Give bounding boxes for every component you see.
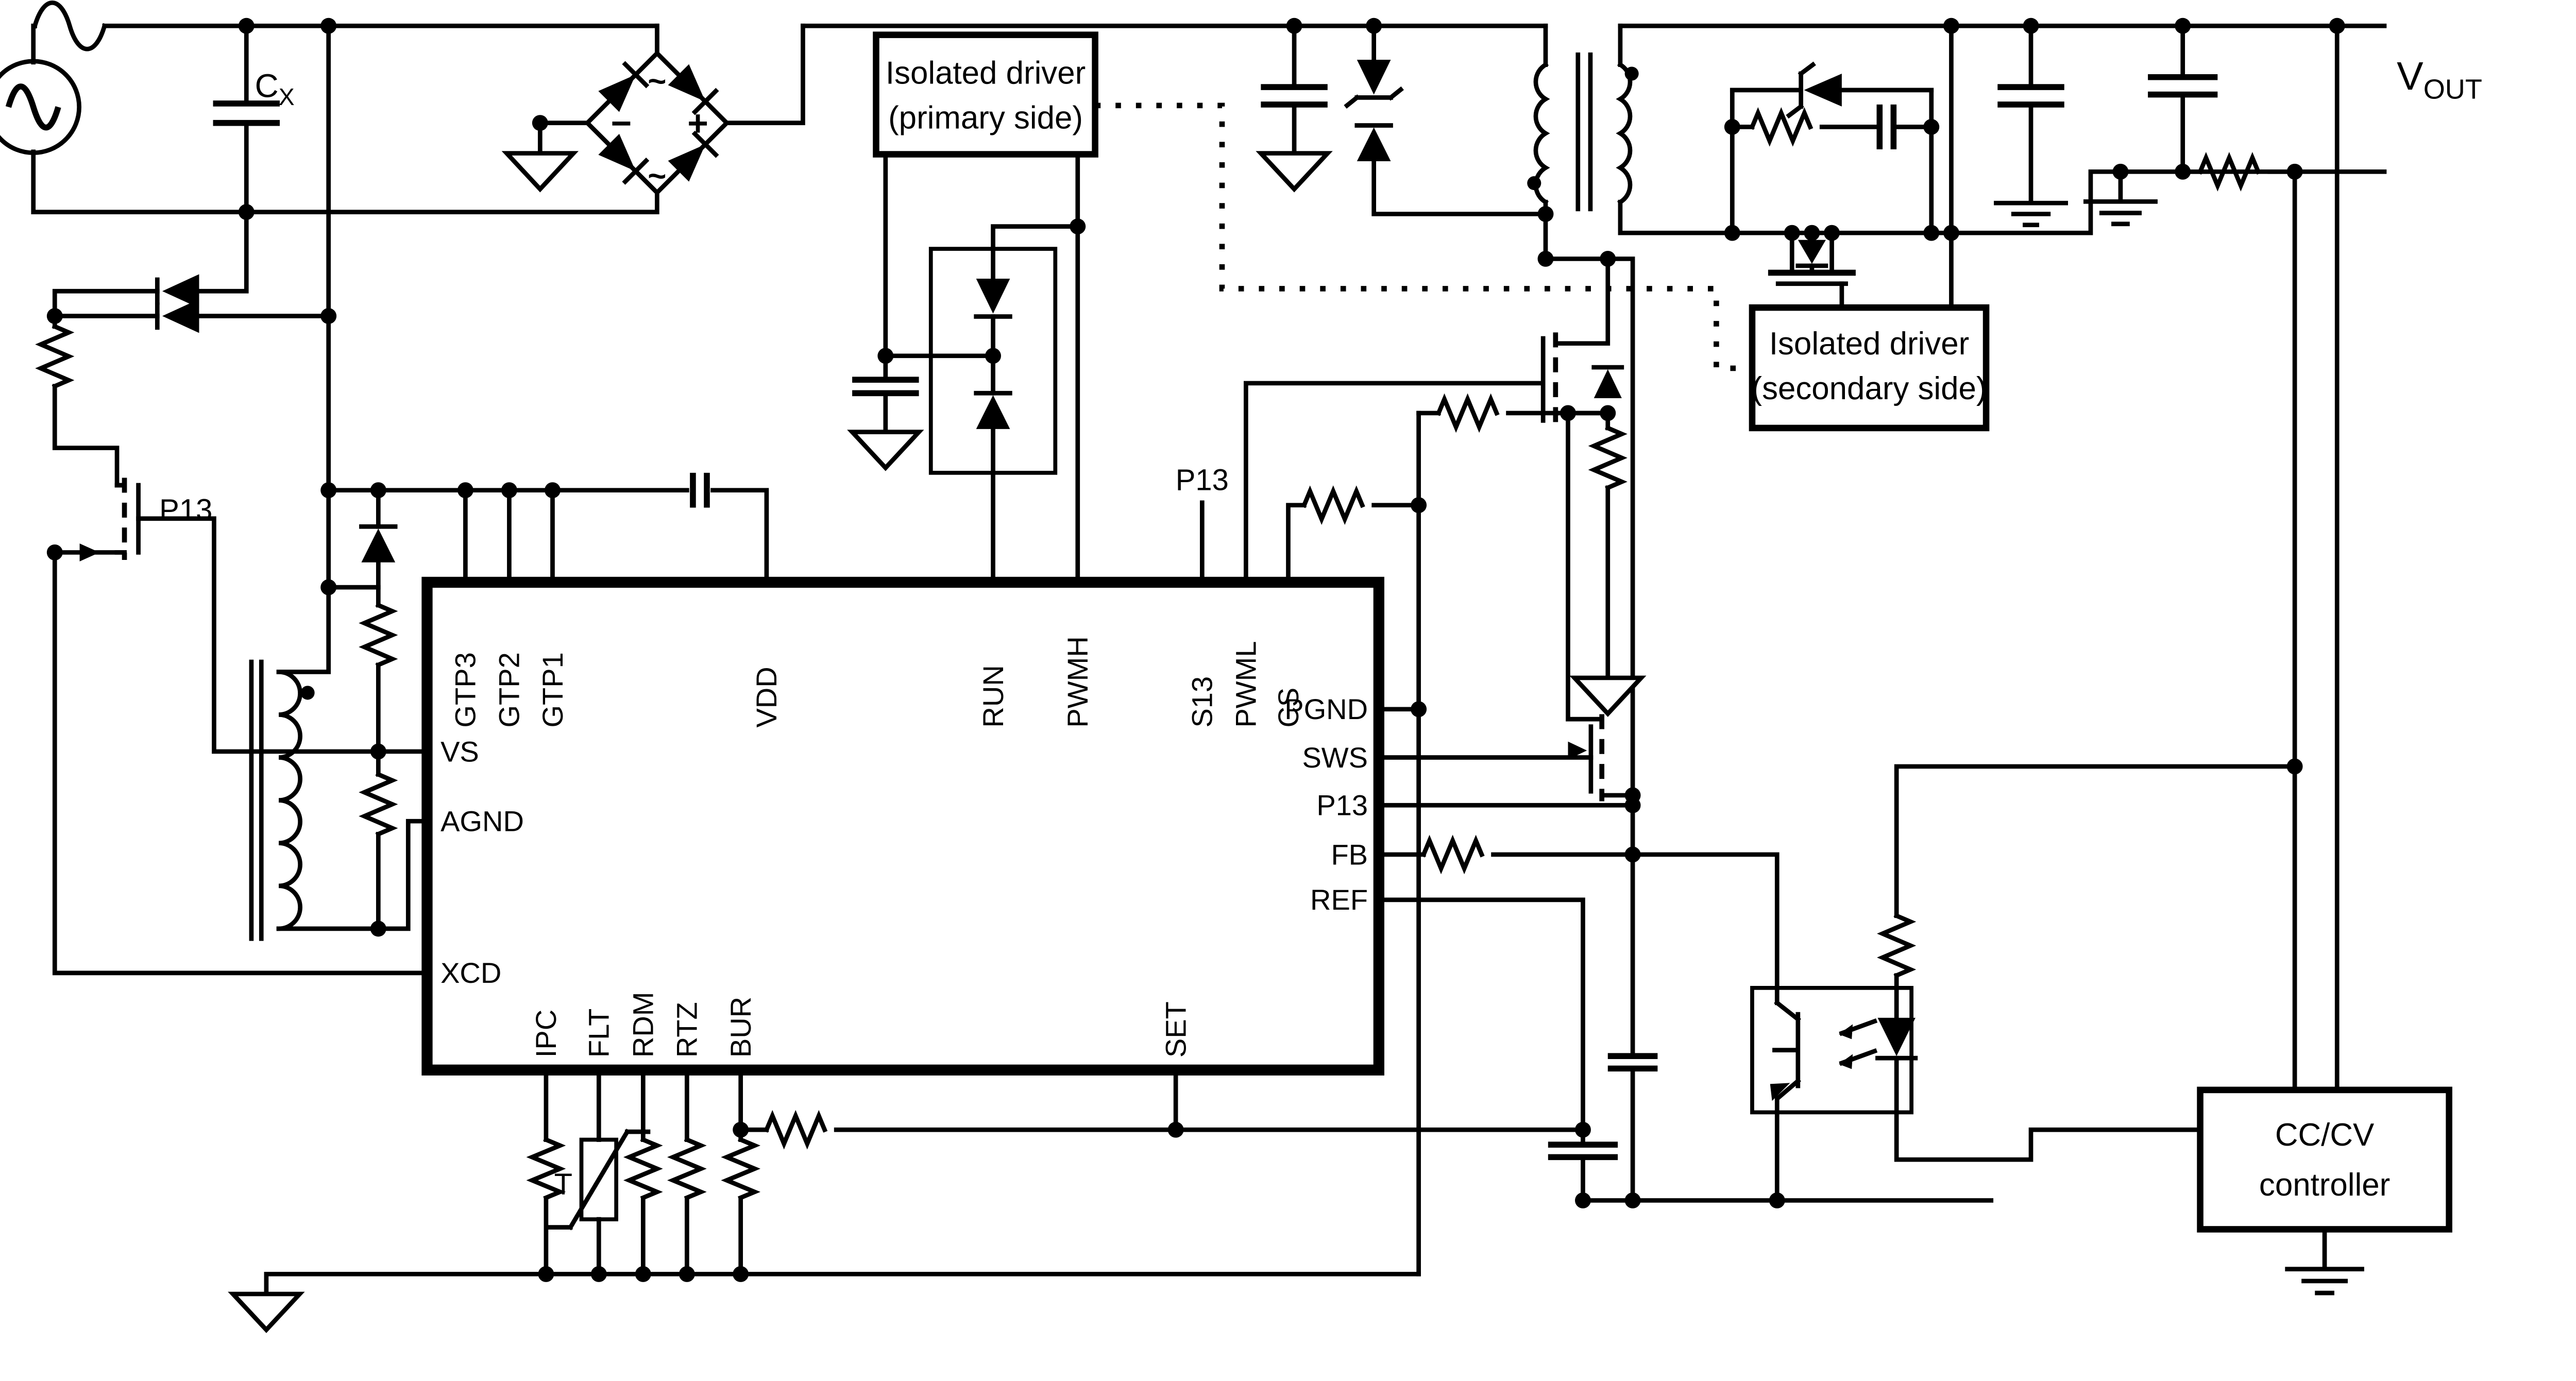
p13-mosfet: P13 (79, 478, 212, 561)
thermistor: T (547, 1129, 651, 1231)
thermistor-label: T (554, 1168, 572, 1201)
bridge-tilde-top: ~ (648, 64, 666, 99)
junction-dots (46, 18, 2345, 1282)
pin-run: RUN (977, 665, 1009, 727)
optocoupler (1750, 913, 1918, 1115)
bulk-cap-ground (1256, 84, 1333, 193)
driver-primary-line2: (primary side) (888, 100, 1083, 135)
pin-ipc: IPC (530, 1010, 562, 1058)
bridge-rectifier: ~ ~ − + (501, 50, 730, 196)
pin-agnd: AGND (440, 805, 524, 838)
vdd-cap-ground (847, 377, 924, 471)
cc-cv-controller: CC/CV controller (2197, 1086, 2452, 1295)
pin-set: SET (1159, 1001, 1192, 1058)
p13-pin-label: P13 (1176, 464, 1229, 497)
cc-cv-line2: controller (2259, 1167, 2390, 1203)
cx-label: CX (255, 67, 295, 110)
bridge-plus: + (687, 103, 708, 143)
pin-vdd: VDD (750, 667, 783, 727)
pin-pwml: PWML (1230, 641, 1262, 727)
main-mosfet (1540, 332, 1647, 717)
cs-network (1301, 393, 1500, 525)
ac-source (0, 59, 81, 155)
ground-bottom-left (228, 1291, 305, 1334)
cx-capacitor: CX (213, 67, 295, 126)
source-resistor (1588, 425, 1628, 491)
isolation-dotted-link (1095, 103, 1752, 371)
sws-mosfet (1568, 714, 1605, 802)
set-resistor (764, 1110, 828, 1150)
driver-secondary-line1: Isolated driver (1769, 326, 1969, 362)
pin-flt: FLT (583, 1009, 615, 1058)
main-transformer (1527, 52, 1639, 212)
vs-divider (359, 524, 398, 838)
pin-pwmh: PWMH (1061, 636, 1094, 727)
secondary-snubber (1749, 61, 1897, 149)
aux-transformer (249, 659, 315, 941)
pin-bur: BUR (724, 997, 757, 1058)
driver-primary-line1: Isolated driver (886, 55, 1086, 91)
cc-cv-ground (2285, 1267, 2364, 1295)
bridge-tilde-bottom: ~ (648, 158, 666, 194)
fb-resistor (1420, 834, 1485, 875)
startup-resistor (35, 323, 75, 389)
sense-resistor (2197, 151, 2261, 192)
circuit-schematic: CX ~ ~ − + P13 (0, 1, 2482, 1334)
clamp-zeners (1344, 59, 1404, 162)
pin-gtp2: GTP2 (493, 652, 526, 727)
pin-cs: CS (1272, 688, 1304, 728)
gtp-series-cap (690, 472, 710, 508)
p13-fet-label: P13 (159, 494, 212, 527)
pin-xcd: XCD (440, 957, 501, 989)
opto-led (1877, 1017, 1916, 1056)
startup-network: P13 (35, 274, 212, 561)
pin-pgnd: PGND (1284, 693, 1368, 725)
sr-mosfet (1768, 240, 1856, 286)
driver-secondary-line2: (secondary side) (1751, 371, 1987, 406)
schematic-page: CX ~ ~ − + P13 (0, 1, 2482, 1334)
pin-rdm: RDM (627, 992, 659, 1058)
vout-label: VOUT (2397, 54, 2482, 105)
output-caps (1994, 74, 2261, 228)
pin-gtp3: GTP3 (449, 652, 482, 727)
pin-rtz: RTZ (671, 1002, 703, 1058)
bridge-minus: − (611, 103, 632, 143)
bottom-pin-components: T (228, 1129, 761, 1334)
pin-p13: P13 (1316, 789, 1368, 822)
fb-ref-caps (1420, 834, 1658, 1161)
controller-ic: GTP3 GTP2 GTP1 VDD RUN PWMH S13 PWML CS … (421, 576, 1384, 1076)
ground-source (1569, 675, 1647, 717)
pin-vs: VS (440, 735, 479, 768)
pin-s13: S13 (1186, 676, 1218, 728)
cc-cv-line1: CC/CV (2275, 1117, 2374, 1153)
isolated-driver-secondary: Isolated driver (secondary side) (1749, 304, 1990, 432)
led-resistor (1877, 913, 1917, 979)
pin-ref: REF (1310, 883, 1368, 916)
pin-gtp1: GTP1 (536, 652, 569, 727)
pin-fb: FB (1331, 838, 1368, 871)
run-clamp-diodes (928, 247, 1058, 475)
pin-sws: SWS (1302, 741, 1368, 774)
isolated-driver-primary: Isolated driver (primary side) (873, 31, 1098, 158)
ground-bridge (501, 151, 579, 193)
wires (31, 1, 2387, 1295)
